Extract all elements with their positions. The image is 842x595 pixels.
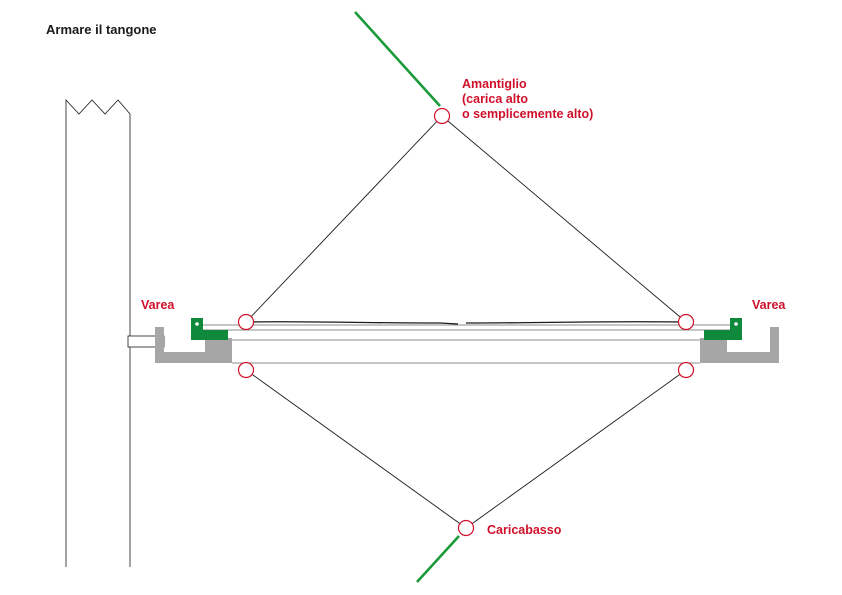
left-gray-block [205, 338, 232, 363]
left-green-jaw [191, 318, 228, 340]
amantiglio-label-line-3: o semplicemente alto) [462, 107, 594, 121]
bottom-bridle-right [465, 369, 687, 529]
rings [237, 107, 695, 537]
amantiglio-label-line-1: Amantiglio [462, 77, 527, 91]
left-jaw-pin [195, 322, 199, 326]
top-bridle-left [245, 115, 443, 323]
left-end-fitting [155, 318, 232, 363]
amantiglio-rope [354, 11, 441, 107]
page-title: Armare il tangone [46, 22, 157, 37]
caricabasso-label: Caricabasso [487, 523, 562, 537]
right-green-jaw [704, 318, 742, 340]
varea-left-label: Varea [141, 298, 175, 312]
pole-top-left-ring [237, 313, 255, 331]
pole-bottom-left-ring [237, 361, 255, 379]
trip-line-left [251, 321, 459, 325]
amantiglio-label: Amantiglio (carica alto o semplicemente … [462, 77, 593, 122]
varea-right-label: Varea [752, 298, 786, 312]
mast-torn-top [65, 98, 131, 117]
right-end-fitting [700, 318, 779, 363]
spinnaker-pole [200, 321, 738, 364]
pole-top-right-ring [677, 313, 695, 331]
amantiglio-label-line-2: (carica alto [462, 92, 529, 106]
trip-line-right [465, 321, 681, 324]
right-gray-block [700, 338, 727, 363]
caricabasso-rope [416, 535, 460, 583]
pole-bottom-right-ring [677, 361, 695, 379]
bridle-lines [245, 115, 687, 529]
mast [65, 98, 165, 567]
amantiglio-ring [433, 107, 451, 125]
bottom-bridle-left [245, 369, 467, 529]
right-jaw-pin [734, 322, 738, 326]
caricabasso-ring [457, 519, 475, 537]
top-bridle-right [441, 115, 687, 323]
